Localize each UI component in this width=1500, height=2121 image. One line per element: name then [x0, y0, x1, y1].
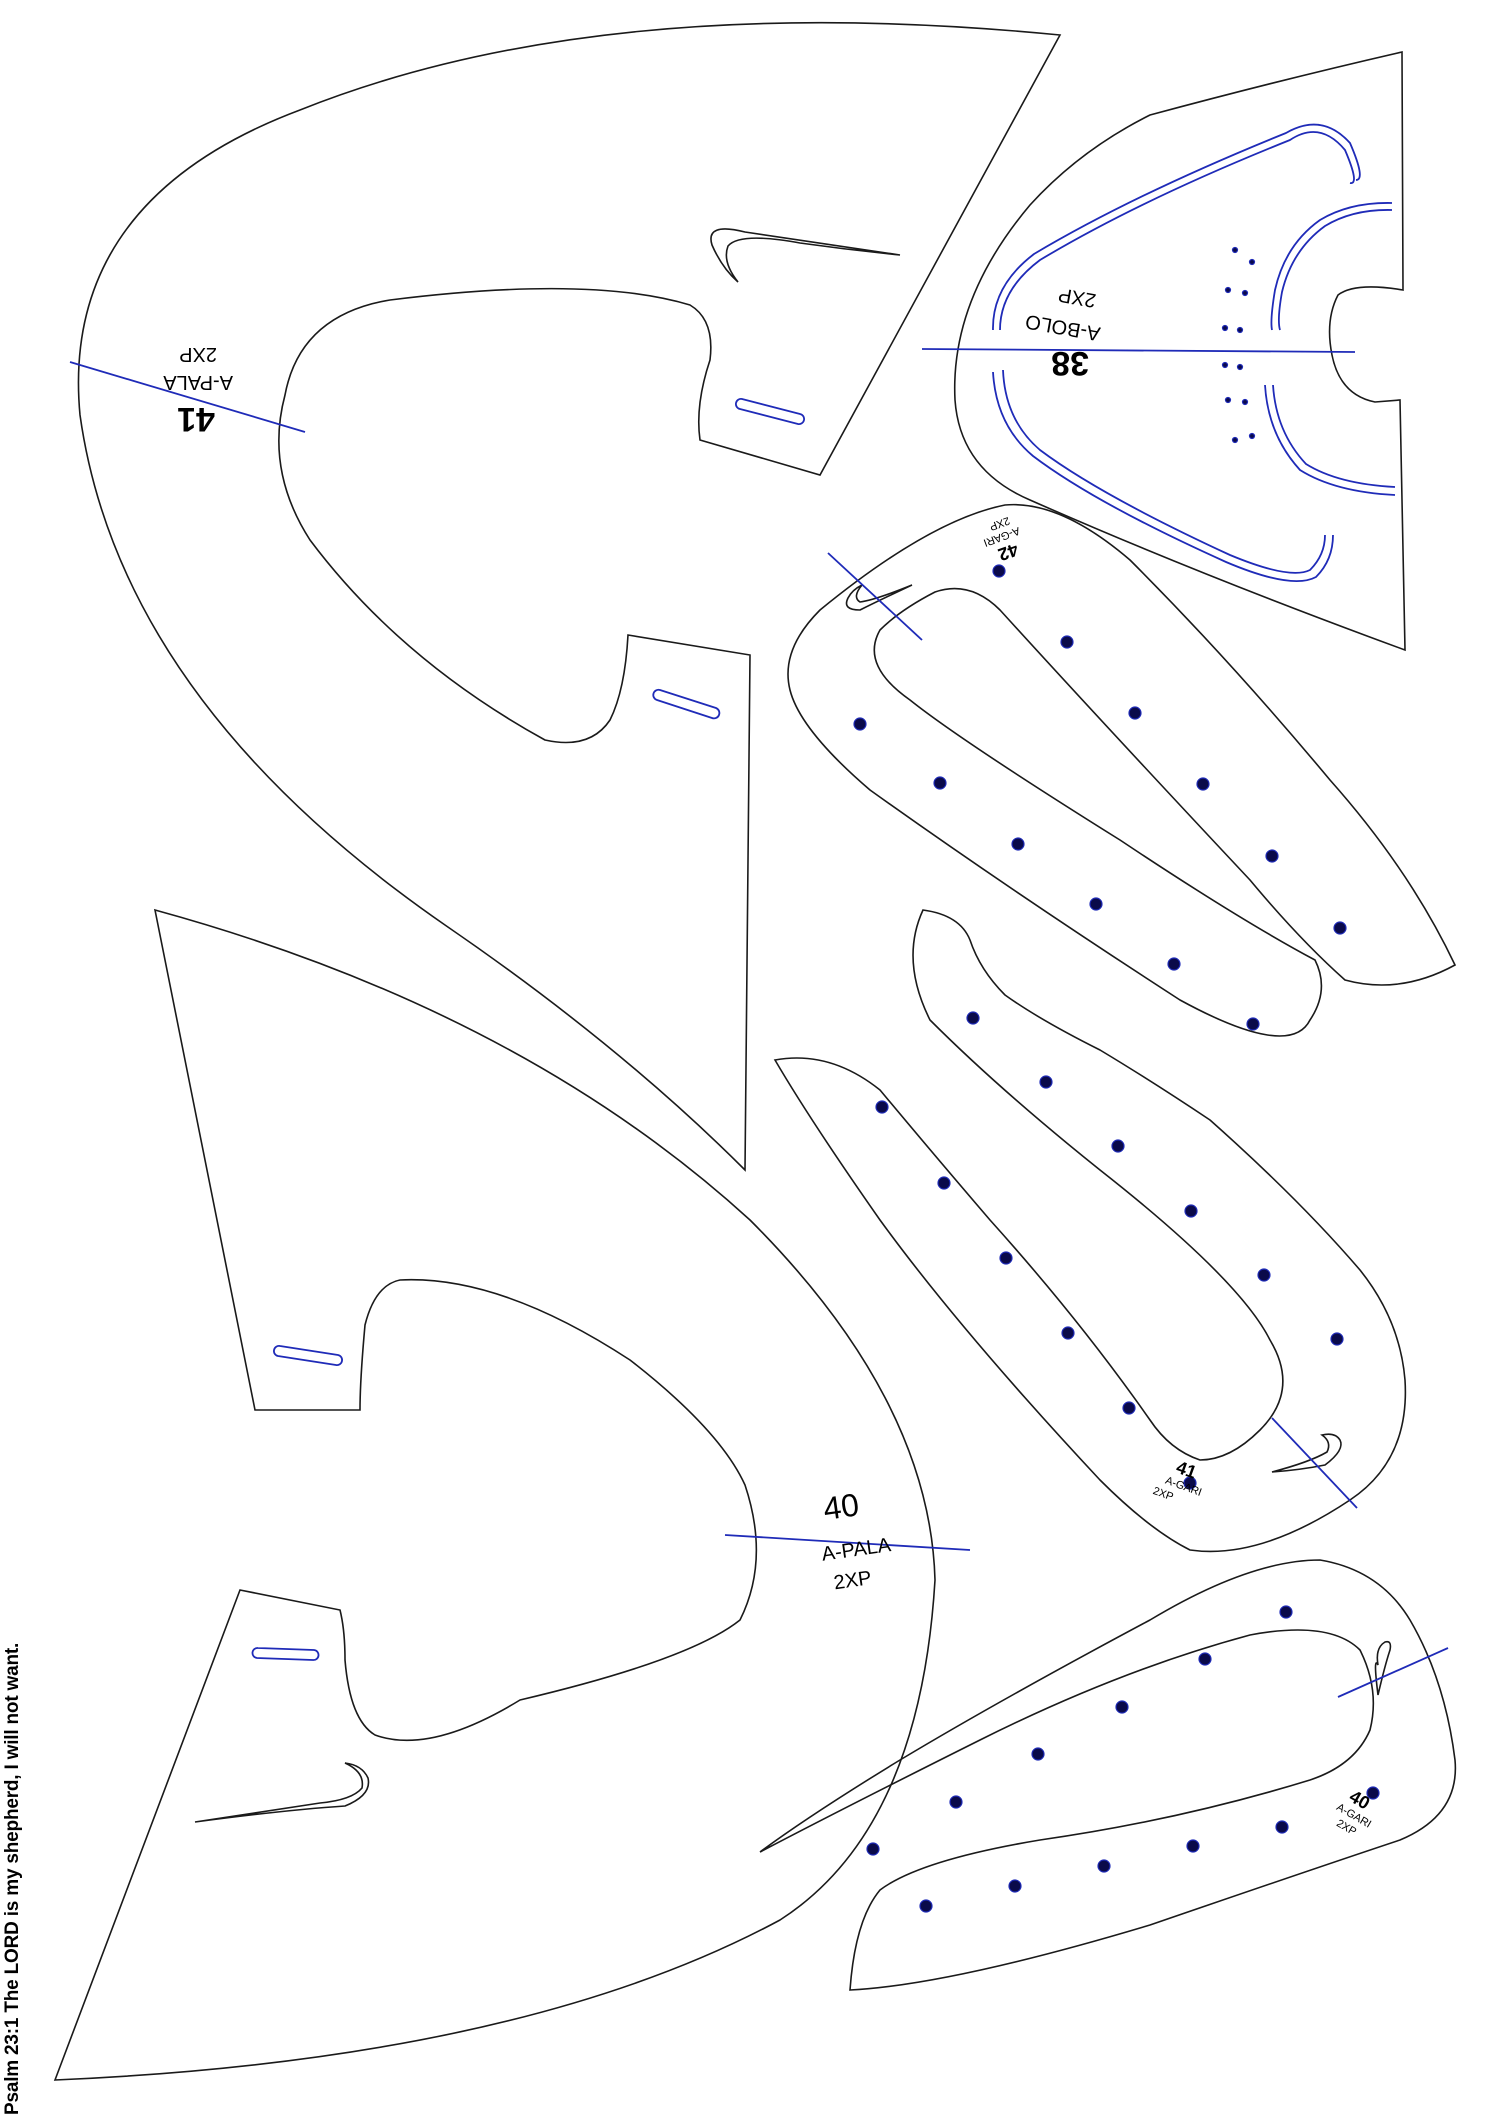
piece-bolo-38-outline — [953, 50, 1406, 652]
piece-pala-41-slot-mid — [652, 688, 721, 720]
swoosh-logo-icon — [1374, 1640, 1392, 1696]
piece-gari-41-holes — [875, 1011, 1344, 1490]
piece-bolo-38-name: A-BOLO — [1024, 310, 1102, 345]
piece-gari-42-grain-line — [827, 552, 923, 641]
piece-bolo-38-grain-line — [921, 348, 1356, 353]
piece-pala-41-qty: 2XP — [179, 343, 217, 365]
piece-gari-40: 40 A-GARI 2XP — [759, 1559, 1457, 1991]
piece-pala-41: 41 A-PALA 2XP — [69, 21, 1062, 1172]
piece-gari-42-outline — [787, 503, 1457, 1037]
piece-pala-40-qty: 2XP — [832, 1567, 873, 1594]
piece-gari-40-outline — [759, 1559, 1457, 1991]
piece-gari-42: 42 A-GARI 2XP — [787, 503, 1457, 1037]
piece-gari-40-grain-line — [1337, 1647, 1449, 1698]
swoosh-logo-icon — [845, 584, 913, 611]
swoosh-logo-icon — [194, 1762, 370, 1823]
piece-pala-41-grain-line — [69, 361, 306, 433]
piece-pala-40-name: A-PALA — [820, 1534, 893, 1566]
piece-pala-40-grain-line — [724, 1534, 971, 1551]
piece-pala-41-slot-top — [735, 398, 805, 425]
footer-verse: Psalm 23:1 The LORD is my shepherd, I wi… — [2, 1642, 23, 2115]
piece-pala-40: 40 A-PALA 2XP — [53, 908, 971, 2081]
piece-gari-41: 41 A-GARI 2XP — [773, 909, 1407, 1553]
piece-pala-40-outline — [53, 908, 936, 2081]
piece-gari-41-outline — [773, 909, 1407, 1553]
piece-pala-40-slot-bottom — [251, 1647, 320, 1661]
piece-pala-41-name: A-PALA — [163, 371, 233, 393]
swoosh-logo-icon — [710, 228, 901, 283]
piece-bolo-38-size: 38 — [1051, 344, 1089, 382]
piece-pala-41-outline — [77, 21, 1062, 1172]
piece-bolo-38-holes — [1221, 246, 1256, 444]
piece-gari-42-holes — [853, 564, 1347, 1031]
piece-gari-40-holes — [866, 1605, 1380, 1913]
piece-bolo-38: 38 A-BOLO 2XP — [921, 50, 1406, 652]
piece-pala-40-size: 40 — [821, 1486, 861, 1527]
piece-pala-40-slot-top — [273, 1345, 343, 1366]
piece-bolo-38-stitch-guides — [992, 123, 1396, 583]
piece-pala-41-size: 41 — [177, 400, 215, 438]
swoosh-logo-icon — [1271, 1433, 1342, 1473]
piece-bolo-38-qty: 2XP — [1057, 283, 1098, 311]
piece-gari-41-grain-line — [1271, 1417, 1358, 1509]
